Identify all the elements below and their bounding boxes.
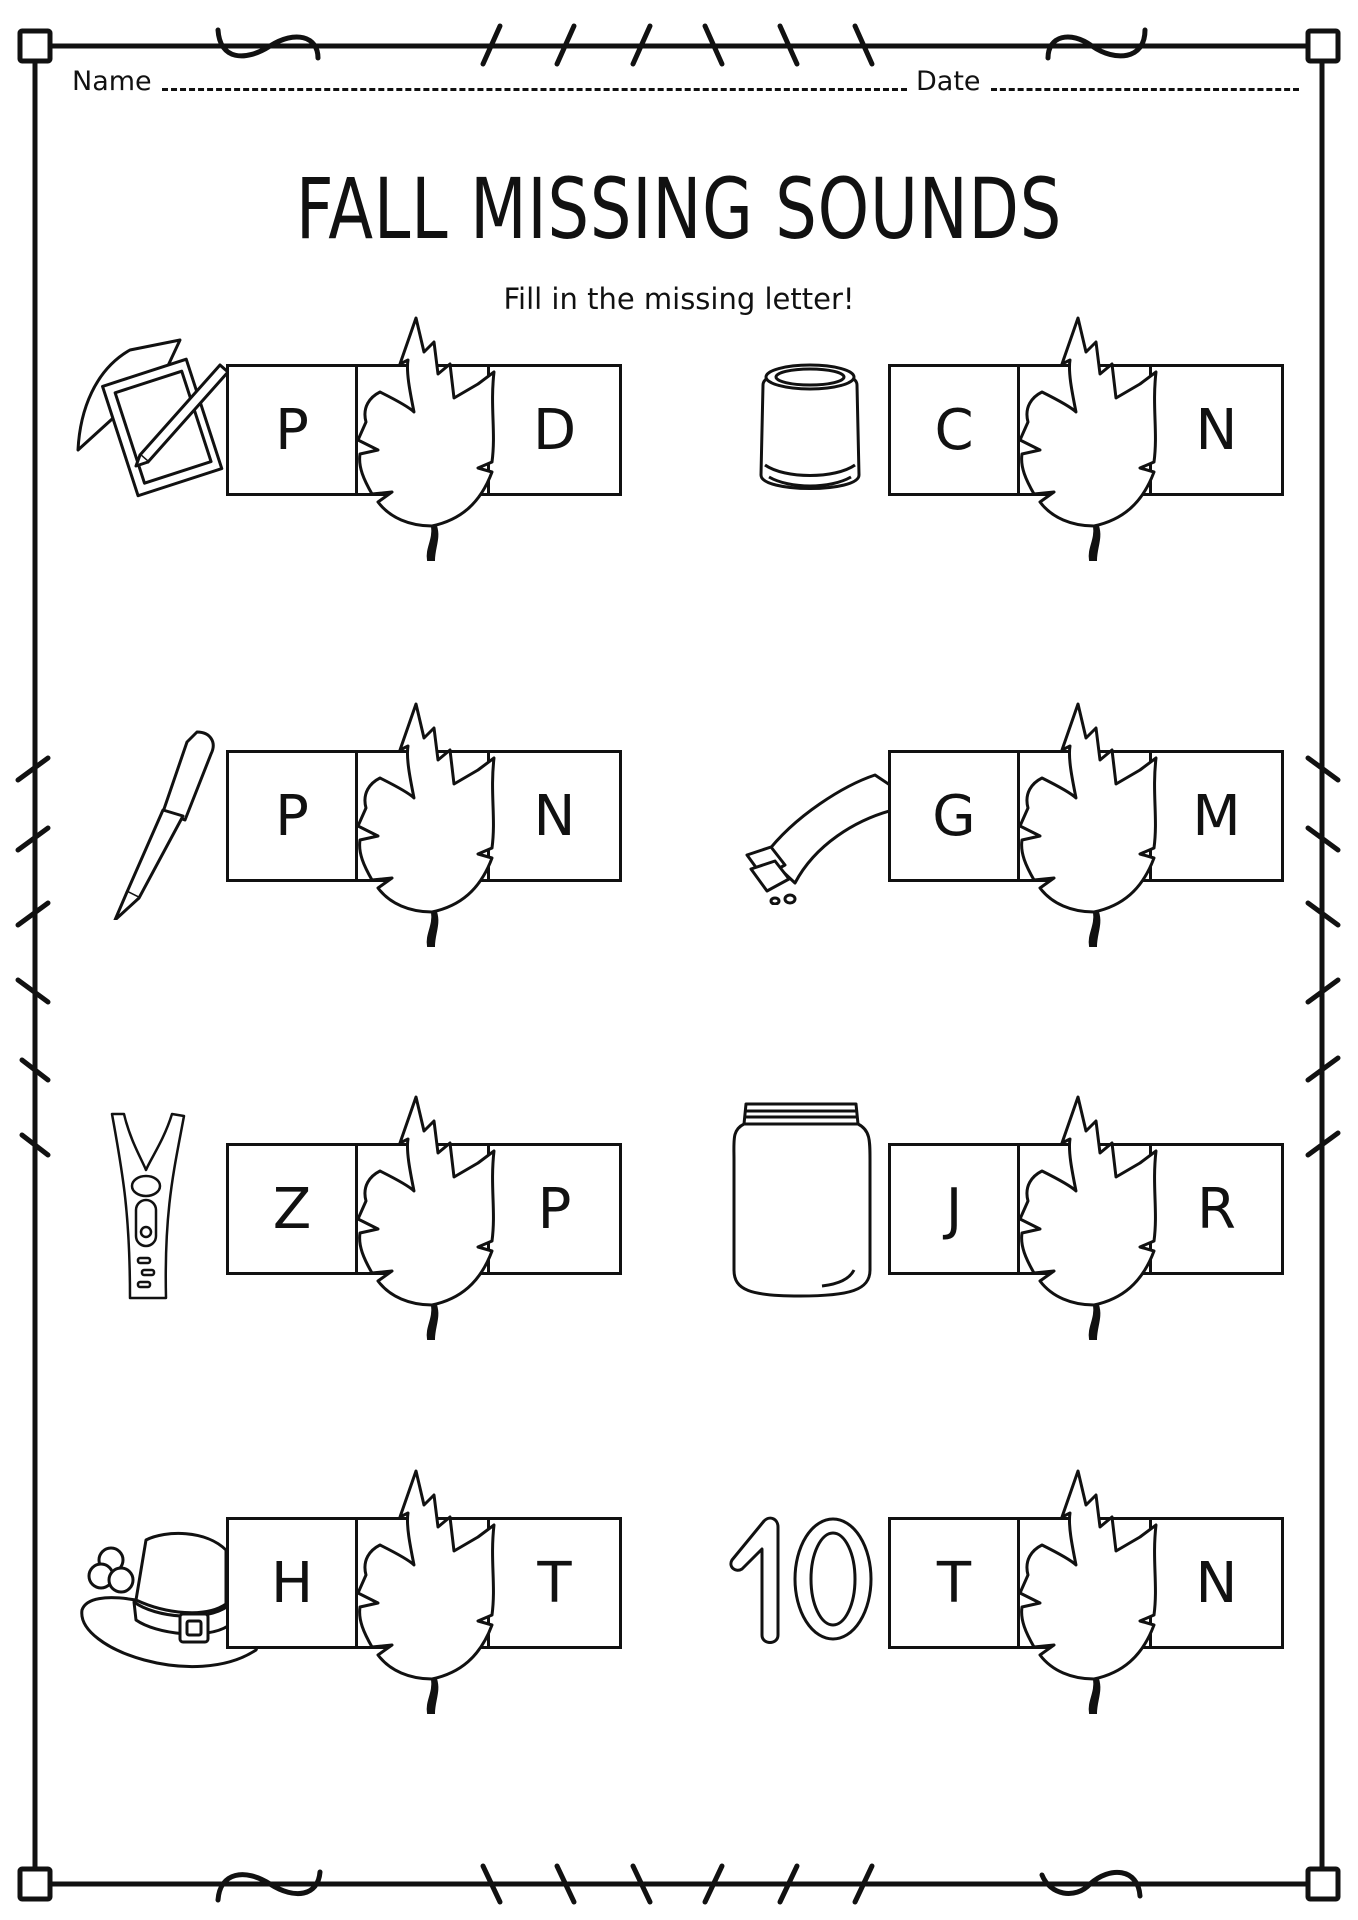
letter-box-last: T: [490, 1517, 622, 1649]
letter-box-first: P: [226, 364, 358, 496]
missing-letter-box[interactable]: [358, 1517, 490, 1649]
letter-box-first: J: [888, 1143, 1020, 1275]
letter-box-last: D: [490, 364, 622, 496]
page-title: FALL MISSING SOUNDS: [295, 160, 1063, 258]
word-strip: G M: [888, 750, 1284, 882]
pen-icon: [105, 720, 225, 924]
missing-letter-box[interactable]: [1020, 364, 1152, 496]
word-strip: T N: [888, 1517, 1284, 1649]
gum-icon: [735, 765, 915, 909]
missing-letter-box[interactable]: [1020, 1143, 1152, 1275]
number-ten-icon: [728, 1515, 878, 1654]
word-strip: C N: [888, 364, 1284, 496]
missing-letter-box[interactable]: [358, 364, 490, 496]
name-label: Name: [72, 66, 152, 97]
missing-letter-box[interactable]: [1020, 750, 1152, 882]
date-label: Date: [916, 66, 981, 97]
letter-box-last: P: [490, 1143, 622, 1275]
letter-box-first: P: [226, 750, 358, 882]
letter-box-first: T: [888, 1517, 1020, 1649]
word-strip: J R: [888, 1143, 1284, 1275]
letter-box-last: R: [1152, 1143, 1284, 1275]
date-line[interactable]: [990, 88, 1299, 91]
missing-letter-box[interactable]: [358, 1143, 490, 1275]
letter-box-last: N: [1152, 364, 1284, 496]
letter-box-last: M: [1152, 750, 1284, 882]
letter-box-last: N: [490, 750, 622, 882]
name-line[interactable]: [161, 88, 907, 91]
word-strip: H T: [226, 1517, 622, 1649]
instructions: Fill in the missing letter!: [503, 282, 855, 316]
word-strip: Z P: [226, 1143, 622, 1275]
letter-box-first: Z: [226, 1143, 358, 1275]
zipper-icon: [108, 1110, 188, 1309]
name-field[interactable]: Name: [72, 66, 907, 97]
word-strip: P D: [226, 364, 622, 496]
missing-letter-box[interactable]: [1020, 1517, 1152, 1649]
notepad-icon: [70, 330, 230, 504]
word-strip: P N: [226, 750, 622, 882]
letter-box-first: G: [888, 750, 1020, 882]
soda-can-icon: [755, 355, 865, 499]
missing-letter-box[interactable]: [358, 750, 490, 882]
letter-box-first: C: [888, 364, 1020, 496]
letter-box-first: H: [226, 1517, 358, 1649]
jar-icon: [730, 1100, 875, 1304]
date-field[interactable]: Date: [916, 66, 1299, 97]
letter-box-last: N: [1152, 1517, 1284, 1649]
